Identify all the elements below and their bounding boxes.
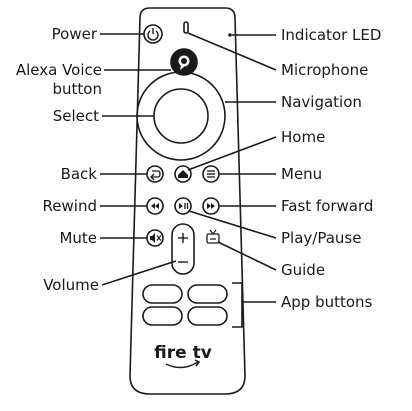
home-icon (174, 165, 192, 183)
leader-guide (217, 241, 277, 271)
guide-icon (206, 229, 220, 244)
app-buttons (142, 284, 228, 326)
label-back: Back (60, 165, 97, 183)
label-play-pause: Play/Pause (281, 229, 362, 247)
microphone-slit (183, 21, 189, 34)
indicator-led (228, 33, 232, 37)
label-select: Select (52, 107, 99, 125)
leader-app-bracket (232, 282, 243, 328)
label-alexa-line2: button (52, 80, 102, 98)
leader-home (187, 136, 277, 171)
label-navigation: Navigation (281, 93, 362, 111)
label-fast-forward: Fast forward (281, 197, 374, 215)
label-volume: Volume (43, 276, 99, 294)
fire-tv-logo: fire tv (154, 343, 212, 363)
label-menu: Menu (281, 165, 323, 183)
label-guide: Guide (281, 261, 326, 279)
label-rewind: Rewind (42, 197, 97, 215)
alexa-icon (170, 48, 198, 76)
logo-smile (165, 361, 199, 369)
leader-volume (101, 260, 177, 286)
leader-playpause (188, 210, 277, 239)
label-app-buttons: App buttons (281, 293, 373, 311)
volume-rocker (171, 223, 195, 275)
play-pause-icon (174, 197, 192, 215)
label-indicator-led: Indicator LED (281, 26, 382, 44)
remote-body (129, 7, 246, 395)
label-microphone: Microphone (281, 61, 369, 79)
leader-microphone (187, 32, 277, 71)
label-home: Home (281, 128, 326, 146)
label-alexa-line1: Alexa Voice (15, 61, 102, 79)
label-mute: Mute (59, 229, 97, 247)
label-power: Power (51, 25, 97, 43)
